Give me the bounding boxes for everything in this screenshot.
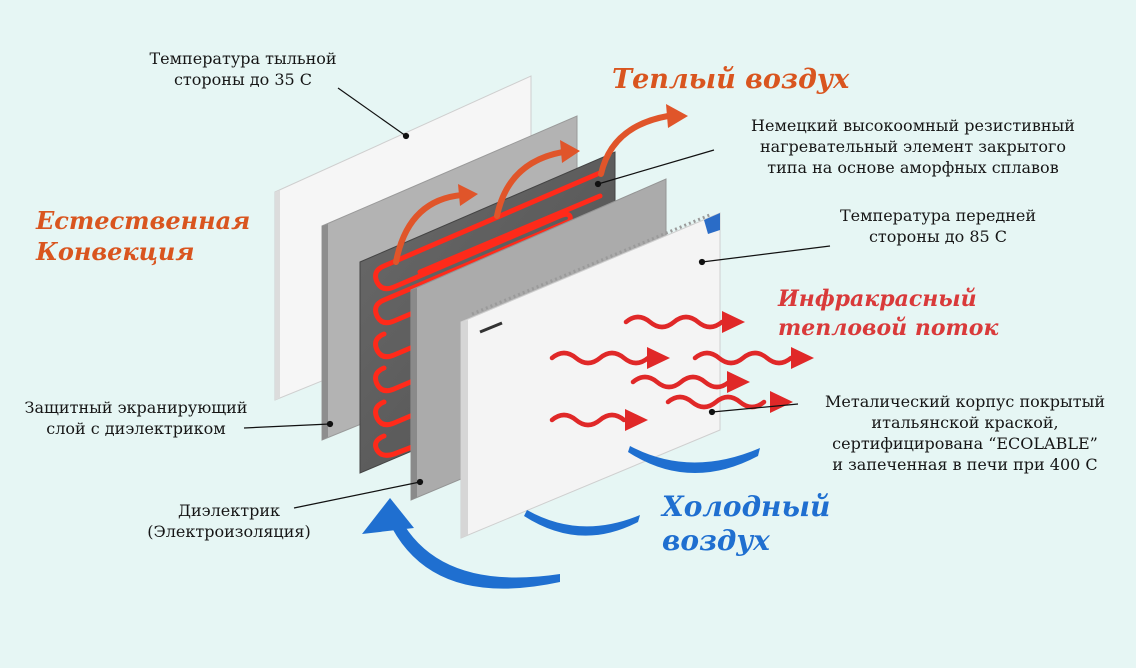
leader-back-temp (337, 87, 410, 140)
label-dielectric-line1: Диэлектрик (177, 501, 281, 520)
label-dielectric-line2: (Электроизоляция) (147, 522, 311, 541)
label-infrared-flow: Инфракрасный тепловой поток (778, 285, 998, 343)
label-back-temp-line2: стороны до 35 С (173, 70, 313, 89)
label-convection-line1: Естественная (36, 206, 251, 235)
label-warm-air: Теплый воздух (612, 63, 849, 97)
label-shield-line1: Защитный экранирующий (24, 398, 248, 417)
label-cold-air-line2: воздух (662, 524, 770, 557)
warm-air-arrowheads (458, 104, 688, 206)
label-metal-case-line3: сертифицирована “ECOLABLE” (832, 434, 1098, 453)
label-front-temp-line1: Температура передней (839, 206, 1037, 225)
label-metal-case-line2: итальянской краской, (871, 413, 1059, 432)
label-shield-layer: Защитный экранирующий слой с диэлектрико… (4, 397, 268, 439)
leader-metal-case (708, 403, 799, 416)
label-heating-element-line1: Немецкий высокоомный резистивный (751, 116, 1075, 135)
warm-arrow-2 (494, 149, 566, 219)
label-natural-convection: Естественная Конвекция (36, 205, 250, 267)
label-infrared-line2: тепловой поток (778, 315, 999, 341)
label-metal-case-line1: Металический корпус покрытый (824, 392, 1105, 411)
label-heating-element-line2: нагревательный элемент закрытого (759, 137, 1067, 156)
label-shield-line2: слой с диэлектриком (46, 419, 226, 438)
label-cold-air-line1: Холодный (662, 490, 831, 523)
leader-lines (243, 87, 831, 509)
label-convection-line2: Конвекция (36, 237, 195, 266)
label-warm-air-text: Теплый воздух (612, 64, 850, 95)
warm-arrow-3 (598, 113, 671, 177)
label-back-temp: Температура тыльной стороны до 35 С (118, 48, 368, 90)
label-front-temp-line2: стороны до 85 С (868, 227, 1008, 246)
warm-arrow-1 (393, 192, 465, 265)
label-infrared-line1: Инфракрасный (778, 286, 977, 312)
infrared-arrowheads (625, 311, 814, 431)
infrared-arrows (549, 314, 794, 428)
label-heating-element: Немецкий высокоомный резистивный нагрева… (718, 115, 1108, 178)
leader-dielectric (293, 478, 424, 509)
leader-heating-element (594, 149, 715, 188)
label-back-temp-line1: Температура тыльной (149, 49, 337, 68)
label-metal-case-line4: и запеченная в печи при 400 С (832, 455, 1098, 474)
label-front-temp: Температура передней стороны до 85 С (818, 205, 1058, 247)
heating-element-coil (373, 169, 605, 458)
label-cold-air: Холодный воздух (662, 490, 830, 558)
label-heating-element-line3: типа на основе аморфных сплавов (767, 158, 1059, 177)
label-dielectric: Диэлектрик (Электроизоляция) (114, 500, 344, 542)
leader-front-temp (698, 245, 831, 266)
leader-shield-layer (243, 420, 334, 429)
warm-air-arrows (393, 113, 671, 265)
cold-air-arrows (362, 446, 760, 589)
label-metal-case: Металический корпус покрытый итальянской… (800, 391, 1130, 475)
